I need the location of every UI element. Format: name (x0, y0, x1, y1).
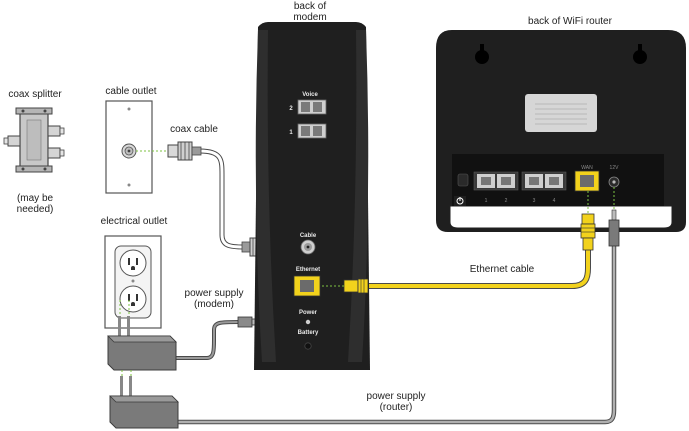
back-of-modem-label: back of modem (280, 1, 340, 23)
may-be-needed-line2: needed) (16, 204, 54, 215)
modem-line1-label: 1 (289, 130, 293, 136)
router-lan4-label: 4 (552, 198, 556, 204)
power-supply-router-line1: power supply (366, 391, 426, 402)
back-of-modem-line1: back of (293, 1, 327, 12)
router-lan2-label: 2 (504, 198, 508, 204)
cable-outlet-label: cable outlet (105, 86, 157, 97)
coax-splitter-label: coax splitter (8, 89, 62, 100)
modem-power-label: Power (298, 310, 317, 316)
wifi-router (436, 30, 686, 232)
modem-power-cable (175, 320, 241, 360)
router-power-adapter (109, 376, 179, 429)
electrical-outlet-label: electrical outlet (100, 216, 168, 227)
router-power-cable (176, 245, 617, 425)
power-supply-modem-label: power supply (modem) (176, 288, 252, 310)
may-be-needed-line1: (may be (16, 193, 54, 204)
coax-splitter (3, 107, 65, 173)
router-wan-label: WAN (581, 165, 593, 171)
cable-outlet (105, 100, 153, 194)
modem-power-adapter (107, 316, 177, 371)
modem-line2-label: 2 (289, 106, 293, 112)
modem-battery-label: Battery (297, 330, 319, 336)
power-supply-router-line2: (router) (379, 402, 413, 413)
power-supply-router-label: power supply (router) (358, 391, 434, 413)
modem-cable-label: Cable (299, 233, 317, 239)
modem-voice-label: Voice (302, 92, 318, 98)
electrical-outlet (104, 235, 162, 329)
back-of-router-label: back of WiFi router (528, 16, 612, 27)
coax-cable (197, 148, 247, 250)
may-be-needed-label: (may be needed) (0, 193, 70, 215)
router-lan1-label: 1 (484, 198, 488, 204)
router-dc-label: 12V (609, 165, 619, 171)
power-supply-modem-line2: (modem) (193, 299, 234, 310)
modem (254, 22, 370, 370)
ethernet-cable (365, 248, 591, 289)
coax-plug-outlet (167, 141, 202, 161)
modem-ethernet-label: Ethernet (295, 267, 321, 273)
power-supply-modem-line1: power supply (184, 288, 244, 299)
coax-cable-label: coax cable (170, 124, 218, 135)
ethernet-cable-label: Ethernet cable (469, 264, 535, 275)
back-of-modem-line2: modem (293, 12, 327, 23)
router-lan3-label: 3 (532, 198, 536, 204)
router-power-plug (608, 209, 620, 247)
ethernet-plug-router (580, 213, 596, 251)
ethernet-plug-modem (343, 278, 369, 294)
